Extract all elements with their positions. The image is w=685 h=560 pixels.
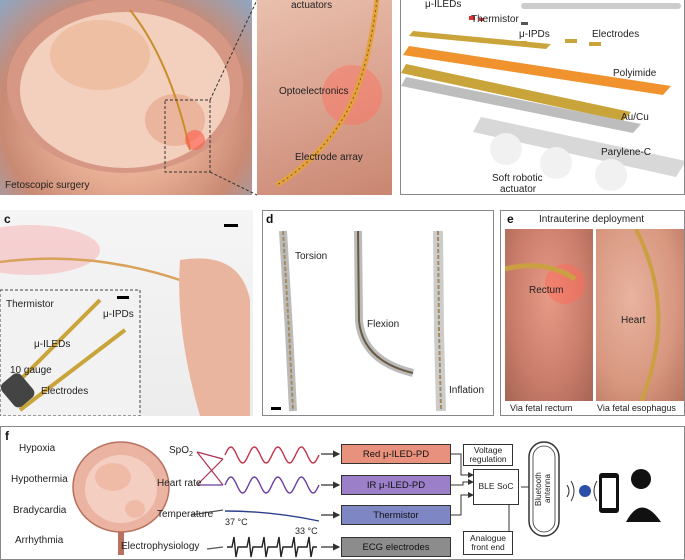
c-electrodes-label: Electrodes bbox=[41, 386, 89, 397]
actuator-label: actuator bbox=[500, 184, 537, 195]
heart-label: Heart bbox=[621, 315, 646, 326]
spo2-wave bbox=[224, 446, 320, 464]
ble-soc-box: BLE SoC bbox=[473, 469, 519, 505]
actuation-modes-illustration bbox=[271, 230, 446, 412]
rectum-device bbox=[505, 263, 585, 304]
electrode-array-label: Electrode array bbox=[295, 152, 363, 163]
c-gauge-label: 10 gauge bbox=[10, 365, 52, 376]
panel-b-layers: μ-ILEDs Thermistor μ-IPDs Electrodes Pol… bbox=[400, 0, 685, 195]
signal-waveforms bbox=[224, 446, 320, 558]
heart-device bbox=[634, 229, 661, 401]
electrodes-layer-label: Electrodes bbox=[592, 29, 640, 40]
panel-d-actuation: d Torsion Flexion Inflation bbox=[262, 210, 494, 416]
thermistor-box: Thermistor bbox=[341, 505, 451, 525]
temp-37-label: 37 °C bbox=[225, 517, 248, 527]
panel-f-label: f bbox=[5, 429, 9, 443]
parylene-layer-label: Parylene-C bbox=[601, 147, 652, 158]
ipds-layer-label: μ-IPDs bbox=[519, 29, 550, 40]
ir-iled-pd-box: IR μ-ILED-PD bbox=[341, 475, 451, 495]
temperature-label: Temperature bbox=[157, 509, 214, 520]
via-esophagus-label: Via fetal esophagus bbox=[597, 403, 676, 413]
ileds-layer-label: μ-ILEDs bbox=[425, 0, 462, 10]
fetoscopic-surgery-caption: Fetoscopic surgery bbox=[5, 180, 90, 191]
system-diagram-lines bbox=[72, 441, 661, 555]
zoom-device-illustration bbox=[275, 0, 382, 188]
analogue-front-end-box: Analogue front end bbox=[463, 531, 513, 555]
condition-hypothermia: Hypothermia bbox=[11, 474, 68, 485]
panel-f-system: f Hypoxia Hypothermia Bradycardia Arrhyt… bbox=[0, 426, 685, 560]
rectum-label: Rectum bbox=[529, 285, 564, 296]
torsion-label: Torsion bbox=[295, 251, 328, 262]
bluetooth-antenna-label: Bluetooth antenna bbox=[534, 472, 552, 506]
ecg-electrodes-box: ECG electrodes bbox=[341, 537, 451, 557]
panel-c-label: c bbox=[4, 212, 11, 226]
heart-rate-wave bbox=[224, 476, 320, 494]
temperature-wave bbox=[224, 510, 320, 522]
inflation-label: Inflation bbox=[449, 385, 485, 396]
thermistor-layer-label: Thermistor bbox=[471, 14, 519, 25]
condition-hypoxia: Hypoxia bbox=[19, 443, 56, 454]
c-thermistor-label: Thermistor bbox=[6, 299, 54, 310]
polyimide-layer-label: Polyimide bbox=[613, 68, 657, 79]
voltage-regulation-box: Voltage regulation bbox=[463, 444, 513, 466]
optoelectronics-label: Optoelectronics bbox=[279, 86, 349, 97]
uterus-illustration bbox=[7, 0, 243, 173]
c-ileds-label: μ-ILEDs bbox=[34, 339, 71, 350]
layer-stack-diagram bbox=[401, 3, 684, 191]
spo2-label: SpO2 bbox=[169, 445, 193, 458]
via-rectum-label: Via fetal rectum bbox=[510, 403, 573, 413]
soft-robotic-label: Soft robotic bbox=[492, 173, 543, 184]
au-cu-layer-label: Au/Cu bbox=[621, 112, 649, 123]
temp-33-label: 33 °C bbox=[295, 526, 318, 536]
panel-e-label: e bbox=[507, 212, 514, 226]
ecg-wave bbox=[227, 536, 317, 558]
actuators-label: actuators bbox=[291, 0, 333, 11]
finger-device-illustration bbox=[0, 224, 250, 416]
heart-rate-label: Heart rate bbox=[157, 478, 202, 489]
panel-e-intrauterine: e Intrauterine deployment Rectum Heart V… bbox=[500, 210, 685, 416]
panel-a-zoom-photo: actuators Optoelectronics Electrode arra… bbox=[257, 0, 392, 195]
red-iled-pd-box: Red μ-ILED-PD bbox=[341, 444, 451, 464]
panel-a-uterus-photo: Fetoscopic surgery bbox=[0, 0, 252, 195]
electrophysiology-label: Electrophysiology bbox=[121, 541, 200, 552]
c-ipds-label: μ-IPDs bbox=[103, 309, 134, 320]
panel-c-photo: c Thermistor μ-IPDs μ-ILEDs 10 gauge Ele… bbox=[0, 210, 253, 416]
rectum-photo: Rectum bbox=[505, 229, 593, 401]
panel-d-label: d bbox=[266, 212, 274, 226]
heart-photo: Heart bbox=[596, 229, 684, 401]
flexion-label: Flexion bbox=[367, 319, 400, 330]
condition-bradycardia: Bradycardia bbox=[13, 505, 67, 516]
intrauterine-title: Intrauterine deployment bbox=[539, 214, 645, 225]
condition-arrhythmia: Arrhythmia bbox=[15, 535, 64, 546]
